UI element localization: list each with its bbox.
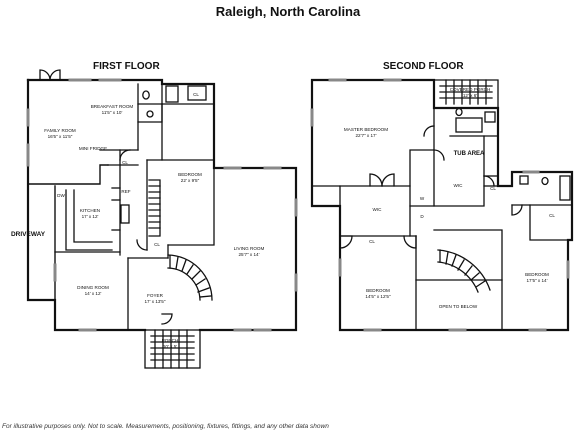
second-floor-title: SECOND FLOOR xyxy=(383,61,464,72)
refrigerator-label: REF xyxy=(121,189,130,194)
closet-label: CL xyxy=(154,242,160,247)
covered-porch-dims: 12' x 6' xyxy=(463,93,477,98)
closet-label: CL xyxy=(122,160,128,165)
master-bedroom-dims: 22'7" x 17' xyxy=(355,133,376,138)
bedroom-1-name: BEDROOM xyxy=(178,172,202,177)
closet-label: CL xyxy=(549,213,555,218)
family-room-name: FAMILY ROOM xyxy=(44,128,76,133)
driveway-label: DRIVEWAY xyxy=(11,231,46,238)
closet-label: CL xyxy=(490,186,496,191)
dishwasher-label: DW xyxy=(57,193,65,198)
kitchen-name: KITCHEN xyxy=(80,208,100,213)
living-room-dims: 25'7" x 14' xyxy=(238,252,259,257)
dryer-label: D xyxy=(420,214,424,219)
dining-room-name: DINING ROOM xyxy=(77,285,109,290)
first-floor-title: FIRST FLOOR xyxy=(93,61,160,72)
master-bedroom-name: MASTER BEDROOM xyxy=(344,127,388,132)
bedroom-3-dims: 17'5" x 14' xyxy=(526,278,547,283)
porch-name: PORCH xyxy=(162,338,179,343)
foyer-dims: 17' x 13'5" xyxy=(144,299,165,304)
dining-room-dims: 14' x 12' xyxy=(85,291,102,296)
city-title: Raleigh, North Carolina xyxy=(215,4,361,19)
mini-fridge-label: MINI FRIDGE xyxy=(79,146,107,151)
walk-in-closet-label: WIC xyxy=(373,207,383,212)
washer-label: W xyxy=(420,196,425,201)
kitchen-dims: 17' x 12' xyxy=(82,214,99,219)
bedroom-2-dims: 14'5" x 12'5" xyxy=(365,294,391,299)
disclaimer: For illustrative purposes only. Not to s… xyxy=(2,423,329,430)
walk-in-closet-label: WIC xyxy=(454,183,464,188)
bedroom-1-dims: 22' x 9'5" xyxy=(181,178,200,183)
closet-label: CL xyxy=(369,239,375,244)
breakfast-room-dims: 11'5" x 10' xyxy=(102,110,123,115)
closet-label: CL xyxy=(193,92,199,97)
family-room-dims: 16'5" x 11'5" xyxy=(48,134,73,139)
covered-porch-name: COVERED PORCH xyxy=(450,87,491,92)
foyer-name: FOYER xyxy=(147,293,164,298)
breakfast-room-name: BREAKFAST ROOM xyxy=(91,104,134,109)
porch-dims: 10' x 5' xyxy=(163,344,177,349)
open-to-below-label: OPEN TO BELOW xyxy=(439,304,478,309)
living-room-name: LIVING ROOM xyxy=(234,246,265,251)
tub-area-label: TUB AREA xyxy=(454,151,485,157)
bedroom-2-name: BEDROOM xyxy=(366,288,390,293)
bedroom-3-name: BEDROOM xyxy=(525,272,549,277)
